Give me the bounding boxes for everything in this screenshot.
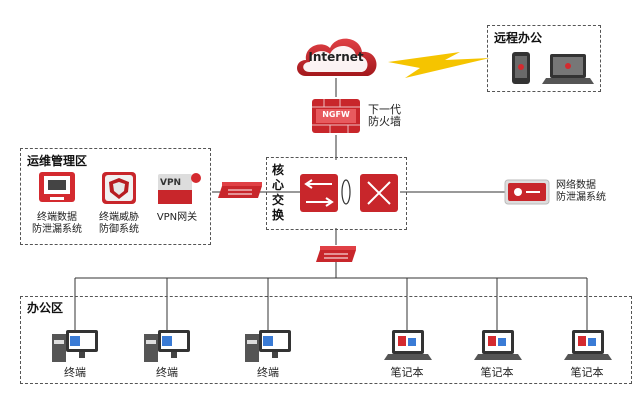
device-label-5: 笔记本 bbox=[570, 366, 604, 379]
core-switch-zone bbox=[266, 157, 407, 230]
device-label-4: 笔记本 bbox=[480, 366, 514, 379]
remote-office-zone: 远程办公 bbox=[487, 25, 601, 92]
ops-management-zone: 运维管理区 bbox=[20, 148, 211, 245]
cloud-icon bbox=[297, 38, 377, 76]
office-zone: 办公区 bbox=[20, 296, 632, 384]
remote-office-title: 远程办公 bbox=[494, 31, 543, 45]
ops-item-label-1: 终端威胁 防御系统 bbox=[99, 212, 139, 235]
wireless-bolt-icon bbox=[388, 52, 490, 78]
vpn-badge: VPN bbox=[160, 178, 182, 188]
remote-devices bbox=[512, 52, 594, 84]
core-title: 核 心 交 换 bbox=[272, 163, 285, 222]
laptop-icon bbox=[542, 54, 594, 84]
internet-label: Internet bbox=[308, 50, 364, 64]
office-zone-title: 办公区 bbox=[27, 301, 64, 315]
ops-item-label-2: VPN网关 bbox=[156, 212, 198, 223]
phone-icon bbox=[512, 52, 530, 84]
device-label-3: 笔记本 bbox=[390, 366, 424, 379]
network-dlp-label: 网络数据 防泄漏系统 bbox=[556, 180, 606, 203]
ngfw-badge: NGFW bbox=[322, 110, 350, 119]
device-label-2: 终端 bbox=[257, 366, 279, 379]
device-label-1: 终端 bbox=[156, 366, 178, 379]
ops-item-label-0: 终端数据 防泄漏系统 bbox=[32, 212, 82, 235]
ops-zone-title: 运维管理区 bbox=[27, 154, 88, 168]
ngfw-firewall: NGFW bbox=[310, 97, 362, 135]
firewall-icon bbox=[312, 99, 360, 133]
device-label-0: 终端 bbox=[64, 366, 86, 379]
internet-cloud: Internet bbox=[292, 30, 382, 80]
firewall-label: 下一代 防火墙 bbox=[368, 103, 401, 128]
